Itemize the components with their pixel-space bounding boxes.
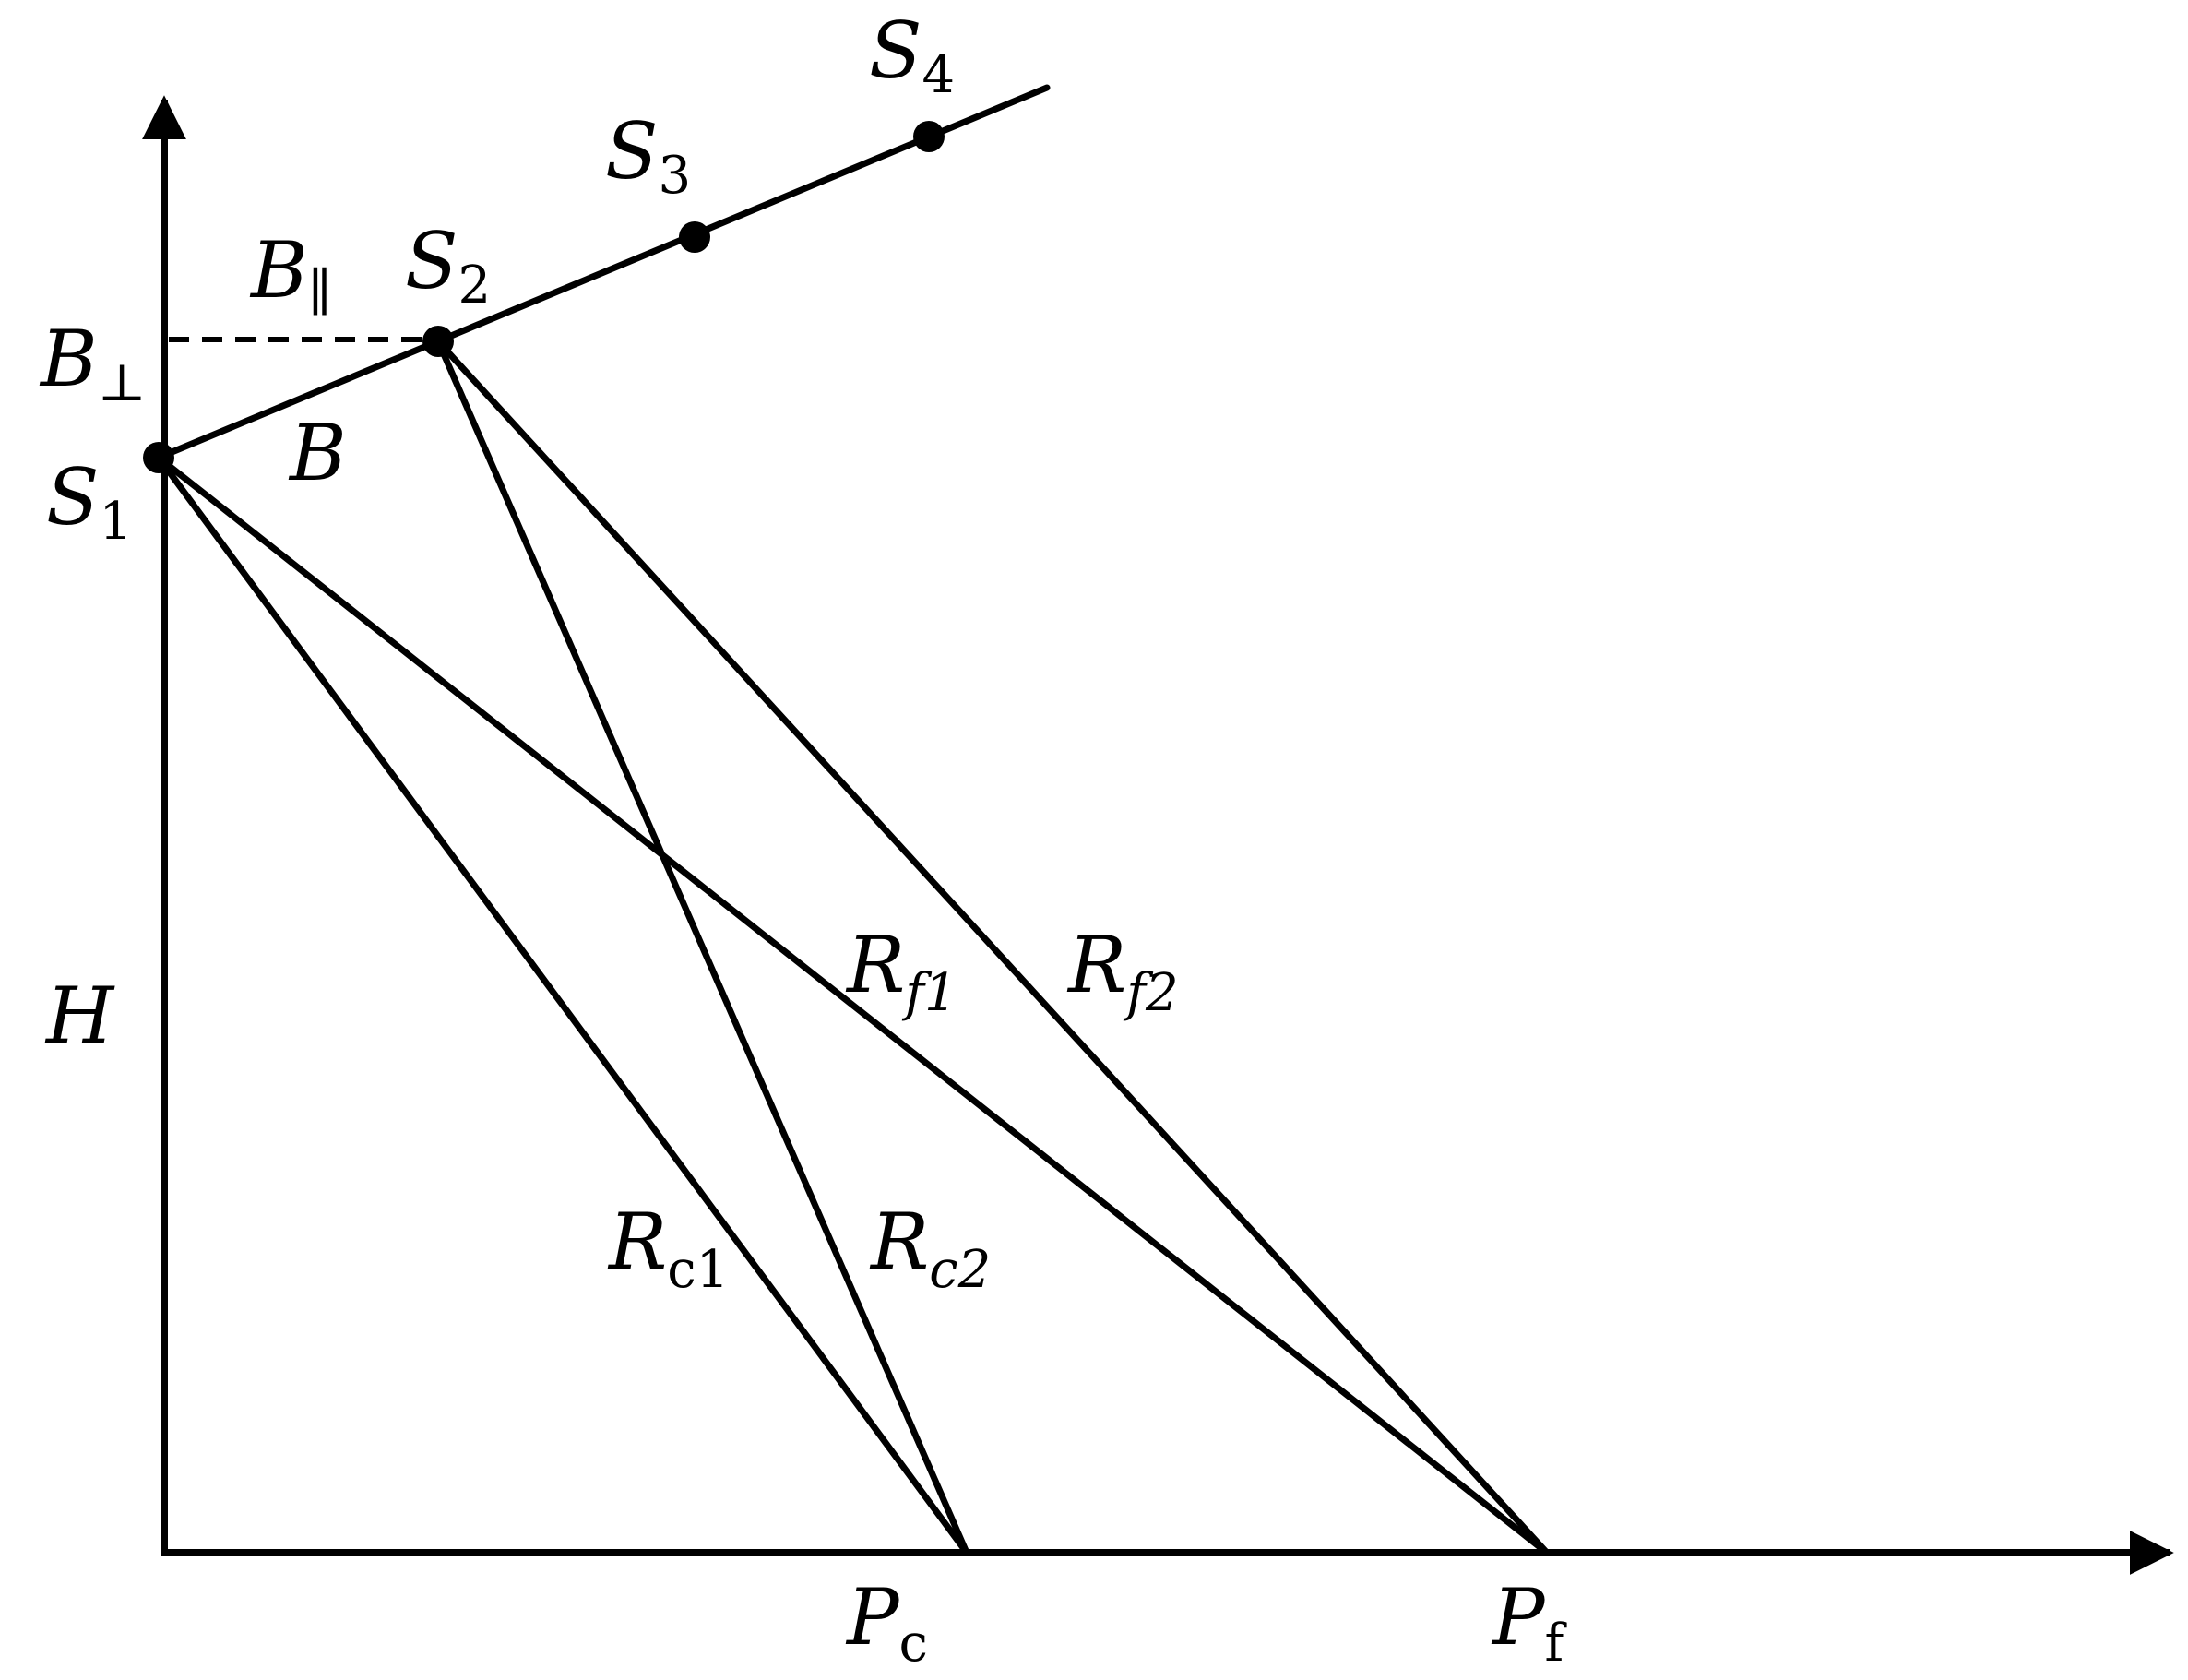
pf-label: Pf <box>1491 1572 1568 1674</box>
rc2-label: Rc2 <box>869 1197 991 1300</box>
pc-label: Pc <box>845 1572 928 1674</box>
b-label: B <box>288 408 347 498</box>
range-line-rf1 <box>155 454 1551 1556</box>
s3-label: S3 <box>605 106 691 206</box>
s2-point <box>422 326 454 357</box>
s1-label: S1 <box>46 452 132 552</box>
h-label: H <box>44 971 115 1061</box>
rf2-label: Rf2 <box>1066 920 1179 1023</box>
range-line-rc1 <box>155 454 970 1556</box>
rf1-label: Rf1 <box>845 920 957 1023</box>
s1-point <box>143 442 174 473</box>
rc1-label: Rc1 <box>607 1197 729 1300</box>
s2-label: S2 <box>405 216 491 316</box>
b-perp-label: B⊥ <box>39 314 146 413</box>
b-parallel-label: B∥ <box>249 225 332 323</box>
satellite-track <box>155 84 1051 461</box>
range-line-rf2 <box>434 338 1551 1556</box>
s4-point <box>913 121 945 152</box>
range-line-rc2 <box>434 338 970 1556</box>
s3-point <box>679 221 710 253</box>
s4-label: S4 <box>869 6 955 105</box>
